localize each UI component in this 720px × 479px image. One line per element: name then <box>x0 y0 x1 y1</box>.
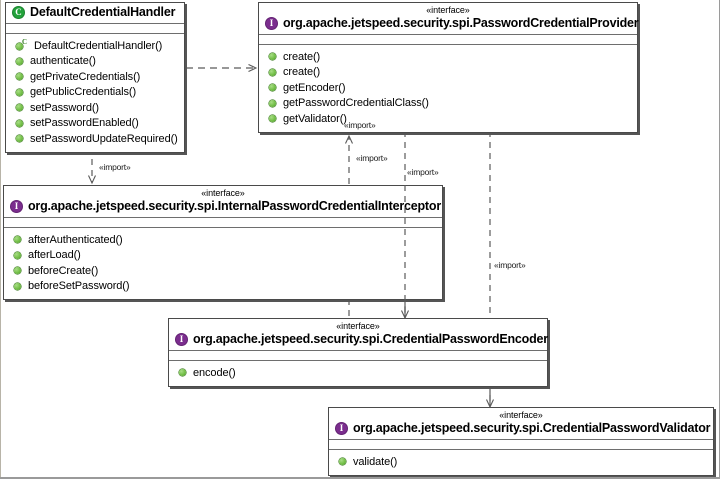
class-box-internal-password-credential-interceptor[interactable]: «interface» I org.apache.jetspeed.securi… <box>3 185 443 300</box>
relationship-label-pcp-top: «import» <box>344 120 376 130</box>
method-icon <box>339 458 346 466</box>
member-row[interactable]: create() <box>259 49 637 65</box>
relationship-label-dch-to-ipci: «import» <box>99 162 131 172</box>
member-label: afterLoad() <box>28 249 81 262</box>
methods-compartment: encode() <box>169 361 547 386</box>
class-box-default-credential-handler[interactable]: C DefaultCredentialHandler C DefaultCred… <box>5 2 185 153</box>
method-icon <box>16 135 23 143</box>
member-row[interactable]: getPublicCredentials() <box>6 85 184 101</box>
member-label: create() <box>283 66 321 79</box>
member-row[interactable]: setPasswordUpdateRequired() <box>6 131 184 147</box>
member-row[interactable]: encode() <box>169 365 547 381</box>
member-row[interactable]: setPassword() <box>6 100 184 116</box>
member-label: authenticate() <box>30 55 96 68</box>
class-title-row: I org.apache.jetspeed.security.spi.Passw… <box>263 16 639 31</box>
stereotype-label: «interface» <box>499 410 543 420</box>
method-icon <box>14 267 21 275</box>
attributes-compartment <box>329 440 713 450</box>
member-label: beforeCreate() <box>28 264 99 277</box>
class-header: «interface» I org.apache.jetspeed.securi… <box>169 319 548 351</box>
member-row[interactable]: getPrivateCredentials() <box>6 69 184 85</box>
method-icon <box>14 236 21 244</box>
stereotype-label: «interface» <box>201 188 245 198</box>
member-label: DefaultCredentialHandler() <box>34 39 163 52</box>
relationship-label-pcp-to-cpv: «import» <box>494 260 526 270</box>
member-row[interactable]: create() <box>259 65 637 81</box>
member-label: beforeSetPassword() <box>28 280 130 293</box>
attributes-compartment <box>259 35 637 45</box>
member-label: setPassword() <box>30 101 99 114</box>
class-header: «interface» I org.apache.jetspeed.securi… <box>259 3 639 35</box>
class-header: «interface» I org.apache.jetspeed.securi… <box>329 408 713 440</box>
method-icon <box>16 73 23 81</box>
method-icon <box>269 68 276 76</box>
member-label: getValidator() <box>283 112 347 125</box>
attributes-compartment <box>4 218 442 228</box>
method-icon <box>16 88 23 96</box>
method-icon <box>269 115 276 123</box>
member-label: create() <box>283 50 321 63</box>
member-row[interactable]: afterLoad() <box>4 248 442 264</box>
member-row[interactable]: getPasswordCredentialClass() <box>259 96 637 112</box>
member-label: validate() <box>353 455 398 468</box>
method-icon <box>14 282 21 290</box>
member-label: getPrivateCredentials() <box>30 70 141 83</box>
class-title-row: I org.apache.jetspeed.security.spi.Crede… <box>333 421 711 436</box>
class-header: C DefaultCredentialHandler <box>6 3 184 24</box>
class-title-row: I org.apache.jetspeed.security.spi.Crede… <box>173 332 548 347</box>
member-row[interactable]: beforeCreate() <box>4 263 442 279</box>
member-row[interactable]: afterAuthenticated() <box>4 232 442 248</box>
method-icon <box>16 119 23 127</box>
interface-icon: I <box>10 200 23 213</box>
stereotype-label: «interface» <box>426 5 470 15</box>
class-title-row: I org.apache.jetspeed.security.spi.Inter… <box>8 199 441 214</box>
method-icon <box>269 53 276 61</box>
member-label: setPasswordEnabled() <box>30 117 139 130</box>
member-label: encode() <box>193 366 236 379</box>
class-title: DefaultCredentialHandler <box>30 5 176 19</box>
class-box-credential-password-validator[interactable]: «interface» I org.apache.jetspeed.securi… <box>328 407 714 476</box>
methods-compartment: validate() <box>329 450 713 475</box>
methods-compartment: afterAuthenticated() afterLoad() beforeC… <box>4 228 442 299</box>
member-row[interactable]: authenticate() <box>6 54 184 70</box>
class-box-password-credential-provider[interactable]: «interface» I org.apache.jetspeed.securi… <box>258 2 639 133</box>
method-icon <box>269 84 276 92</box>
constructor-icon: C <box>16 39 27 51</box>
interface-icon: I <box>265 17 278 30</box>
class-title: org.apache.jetspeed.security.spi.Passwor… <box>283 16 639 30</box>
class-box-credential-password-encoder[interactable]: «interface» I org.apache.jetspeed.securi… <box>168 318 548 387</box>
class-title: org.apache.jetspeed.security.spi.Credent… <box>193 332 548 346</box>
member-row[interactable]: getEncoder() <box>259 80 637 96</box>
member-row[interactable]: beforeSetPassword() <box>4 279 442 295</box>
stereotype-label: «interface» <box>336 321 380 331</box>
interface-icon: I <box>335 422 348 435</box>
method-icon <box>16 104 23 112</box>
methods-compartment: create() create() getEncoder() getPasswo… <box>259 45 637 132</box>
relationship-label-pcp-to-cpe: «import» <box>407 167 439 177</box>
member-label: afterAuthenticated() <box>28 233 123 246</box>
method-icon <box>14 251 21 259</box>
attributes-compartment <box>169 351 547 361</box>
member-label: getPublicCredentials() <box>30 86 137 99</box>
class-title: org.apache.jetspeed.security.spi.Interna… <box>28 199 441 213</box>
relationship-label-cpe-to-pcp: «import» <box>356 153 388 163</box>
member-row[interactable]: setPasswordEnabled() <box>6 116 184 132</box>
method-icon <box>16 57 23 65</box>
class-icon: C <box>12 6 25 19</box>
method-icon <box>179 369 186 377</box>
methods-compartment: C DefaultCredentialHandler() authenticat… <box>6 34 184 152</box>
attributes-compartment <box>6 24 184 34</box>
method-icon <box>269 99 276 107</box>
member-label: getPasswordCredentialClass() <box>283 97 429 110</box>
member-row-constructor[interactable]: C DefaultCredentialHandler() <box>6 38 184 54</box>
member-row[interactable]: validate() <box>329 454 713 470</box>
member-label: getEncoder() <box>283 81 346 94</box>
class-title-row: C DefaultCredentialHandler <box>10 5 180 20</box>
member-label: setPasswordUpdateRequired() <box>30 132 178 145</box>
class-title: org.apache.jetspeed.security.spi.Credent… <box>353 421 711 435</box>
interface-icon: I <box>175 333 188 346</box>
member-row[interactable]: getValidator() <box>259 111 637 127</box>
class-header: «interface» I org.apache.jetspeed.securi… <box>4 186 442 218</box>
